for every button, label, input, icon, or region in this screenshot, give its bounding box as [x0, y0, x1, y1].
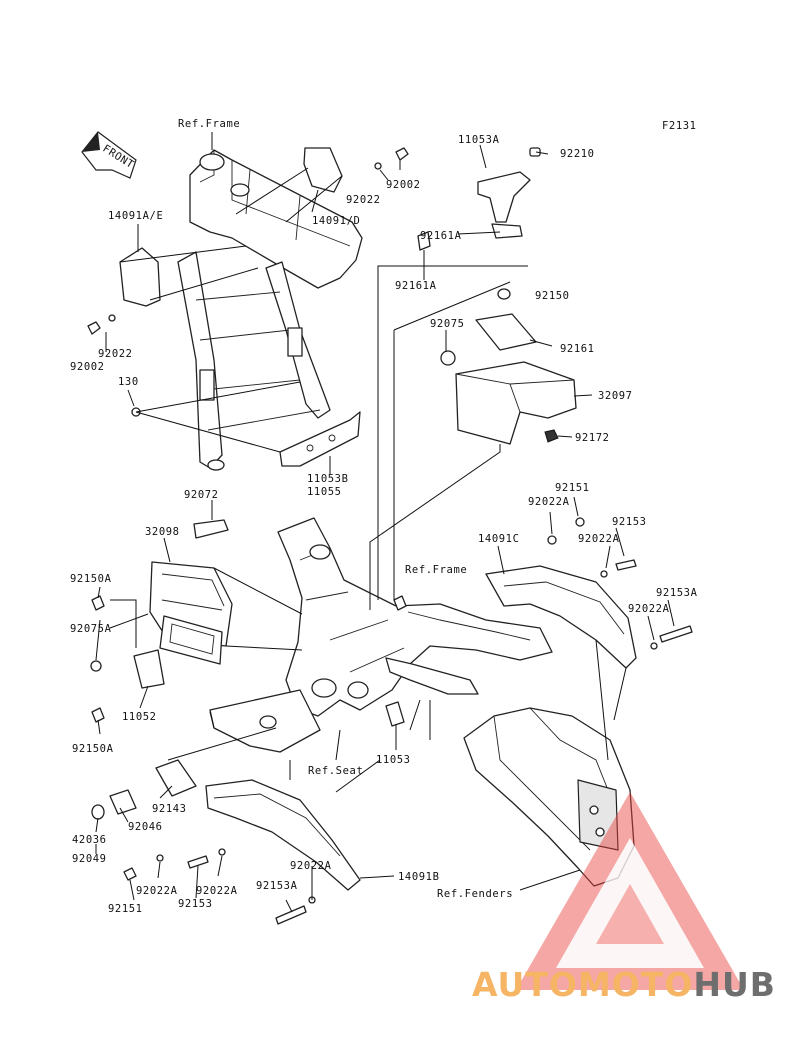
label-ref-frame-top: Ref.Frame	[178, 118, 240, 130]
upper-fasteners	[87, 147, 541, 417]
label-92022A-r1: 92022A	[528, 496, 570, 508]
label-130: 130	[118, 376, 139, 388]
side-cover-drawing	[90, 519, 233, 723]
label-92161A-2: 92161A	[395, 280, 437, 292]
label-92151-bottom: 92151	[108, 903, 143, 915]
label-92075: 92075	[430, 318, 465, 330]
leader-lines	[95, 132, 675, 913]
label-14091AE: 14091A/E	[108, 210, 163, 222]
label-ref-frame-mid: Ref.Frame	[405, 564, 467, 576]
assembled-frame-drawing	[209, 517, 553, 753]
left-lower-cover-drawing	[91, 759, 361, 925]
label-92143: 92143	[152, 803, 187, 815]
upper-frame-drawing	[119, 147, 363, 471]
rear-fender-drawing	[463, 707, 635, 887]
label-92210: 92210	[560, 148, 595, 160]
label-11053: 11053	[376, 754, 411, 766]
label-92072: 92072	[184, 489, 219, 501]
label-92075A: 92075A	[70, 623, 112, 635]
watermark-brand-part1: AUTOMOTO	[472, 965, 693, 1004]
label-92022A-b2: 92022A	[196, 885, 238, 897]
label-14091B: 14091B	[398, 871, 440, 883]
label-42036: 42036	[72, 834, 107, 846]
label-92002-top: 92002	[386, 179, 421, 191]
label-92022A-b3: 92022A	[290, 860, 332, 872]
watermark-brand-part2: HUB	[693, 965, 776, 1004]
label-11052: 11052	[122, 711, 157, 723]
label-ref-seat: Ref.Seat	[308, 765, 363, 777]
label-92153-bottom: 92153	[178, 898, 213, 910]
label-32098: 32098	[145, 526, 180, 538]
label-92150A-1: 92150A	[70, 573, 112, 585]
front-direction-arrow: FRONT	[81, 131, 137, 179]
part-labels: F2131 Ref.Frame 11053A 92210 92002 92022…	[70, 118, 698, 915]
label-92022A-r3: 92022A	[628, 603, 670, 615]
label-11053A: 11053A	[458, 134, 500, 146]
label-92153A-right: 92153A	[656, 587, 698, 599]
label-92161A-1: 92161A	[420, 230, 462, 242]
battery-case-drawing	[440, 288, 577, 445]
label-92150A-2: 92150A	[72, 743, 114, 755]
label-92153A-bottom: 92153A	[256, 880, 298, 892]
label-92151-right: 92151	[555, 482, 590, 494]
label-11055: 11055	[307, 486, 342, 498]
label-92002-left: 92002	[70, 361, 105, 373]
label-92049: 92049	[72, 853, 107, 865]
diagram-code: F2131	[662, 120, 697, 132]
watermark-triangle-inner	[556, 838, 704, 968]
watermark-triangle-core	[596, 884, 664, 944]
label-92153-right: 92153	[612, 516, 647, 528]
label-14091C: 14091C	[478, 533, 520, 545]
right-cover-drawing	[485, 517, 693, 669]
label-92022A-r2: 92022A	[578, 533, 620, 545]
label-92022-left: 92022	[98, 348, 133, 360]
label-92046: 92046	[128, 821, 163, 833]
label-ref-fenders: Ref.Fenders	[437, 888, 513, 900]
label-92172: 92172	[575, 432, 610, 444]
label-32097: 32097	[598, 390, 633, 402]
label-14091D: 14091/D	[312, 215, 360, 227]
label-92022A-b1: 92022A	[136, 885, 178, 897]
label-92161: 92161	[560, 343, 595, 355]
automotohub-watermark: AUTOMOTOHUB	[472, 792, 776, 1004]
label-92150: 92150	[535, 290, 570, 302]
watermark-brand: AUTOMOTOHUB	[472, 965, 776, 1004]
label-11053B: 11053B	[307, 473, 349, 485]
label-92022-top: 92022	[346, 194, 381, 206]
